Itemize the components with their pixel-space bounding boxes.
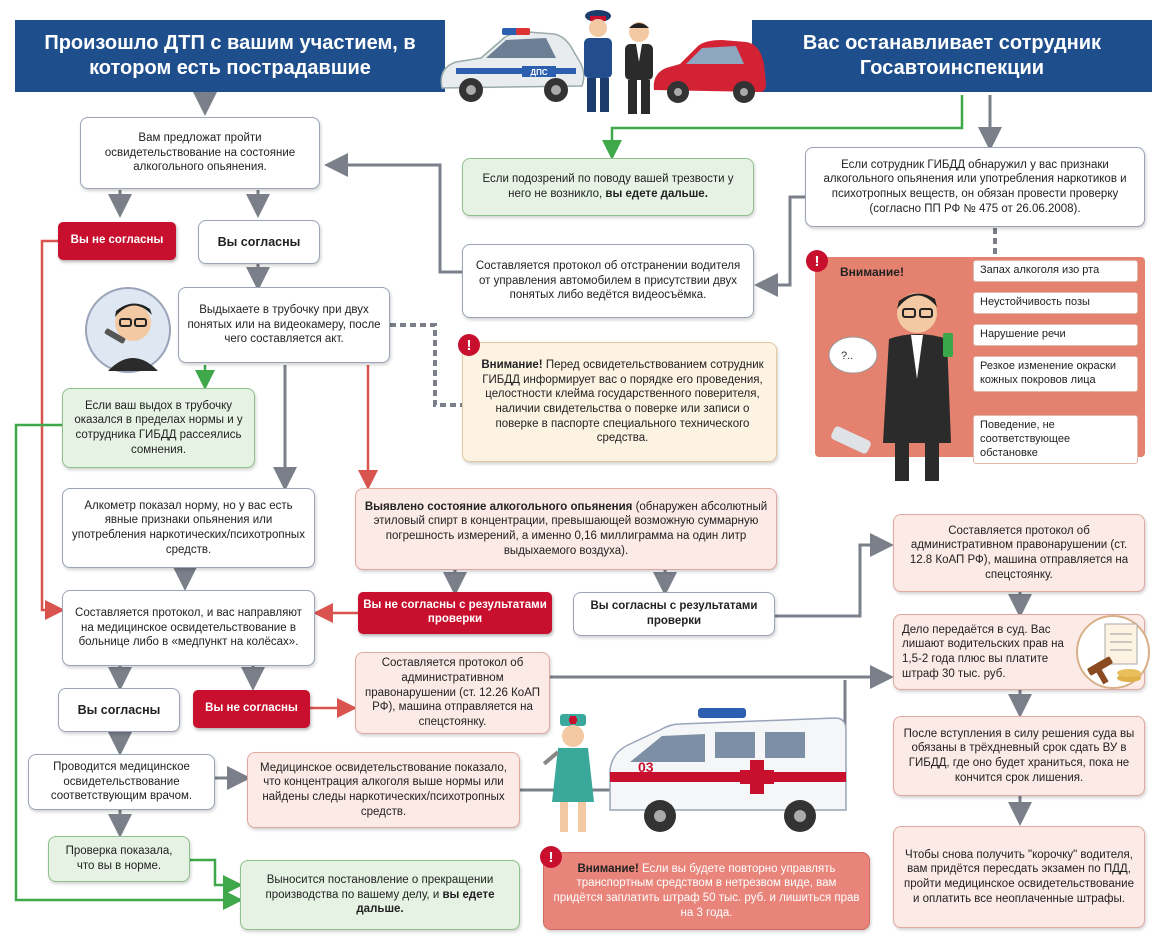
warning-2-text: Если вы будете повторно управлять трансп… — [553, 862, 860, 919]
check-normal-box: Проверка показала, что вы в норме. — [48, 836, 190, 882]
symptoms-title: Внимание! — [840, 265, 904, 279]
removal-protocol-box: Составляется протокол об отстранении вод… — [462, 244, 754, 318]
disagree-results-button[interactable]: Вы не согласны с результатами проверки — [358, 592, 552, 634]
banner-stopped: Вас останавливает сотрудник Госавтоинспе… — [752, 20, 1152, 92]
court-text: Дело передаётся в суд. Вас лишают водите… — [902, 623, 1064, 680]
agree-button-2[interactable]: Вы согласны — [58, 688, 180, 732]
disagree-button-1-label: Вы не согласны — [70, 234, 164, 247]
medical-protocol-box: Составляется протокол, и вас направляют … — [62, 590, 315, 666]
symptom-item-3: Нарушение речи — [973, 324, 1138, 346]
exhale-text: Выдыхаете в трубочку при двух понятых ил… — [187, 303, 381, 346]
admin-12-26-box: Составляется протокол об административно… — [355, 652, 550, 734]
termination-text: Выносится постановление о прекращении пр… — [265, 873, 494, 901]
get-license-back-box: Чтобы снова получить "корочку" водителя,… — [893, 826, 1145, 928]
offer-test-box: Вам предложат пройти освидетельствование… — [80, 117, 320, 189]
no-suspicion-bold: вы едете дальше. — [605, 188, 708, 200]
admin-12-8-box: Составляется протокол об административно… — [893, 514, 1145, 592]
detected-text: (обнаружен абсолютный этиловый спирт в к… — [373, 500, 768, 557]
exhale-box: Выдыхаете в трубочку при двух понятых ил… — [178, 287, 390, 363]
symptom-item-5: Поведение, не соответствующее обстановке — [973, 415, 1138, 465]
medical-exam-text: Проводится медицинское освидетельствован… — [50, 760, 193, 803]
signs-found-text: Если сотрудник ГИБДД обнаружил у вас при… — [823, 158, 1127, 215]
no-suspicion-box: Если подозрений по поводу вашей трезвост… — [462, 158, 754, 216]
alco-norm-text: Алкометр показал норму, но у вас есть яв… — [72, 499, 305, 556]
surrender-license-box: После вступления в силу решения суда вы … — [893, 716, 1145, 796]
disagree-button-2-label: Вы не согласны — [205, 702, 298, 715]
no-suspicion-text: Если подозрений по поводу вашей трезвост… — [482, 173, 734, 200]
agree-button-1-label: Вы согласны — [217, 235, 301, 249]
car-plate-text: ДПС — [530, 68, 547, 77]
banner-accident: Произошло ДТП с вашим участием, в которо… — [15, 20, 445, 92]
surrender-license-text: После вступления в силу решения суда вы … — [903, 727, 1135, 784]
offer-test-text: Вам предложат пройти освидетельствование… — [104, 131, 296, 174]
agree-results-label: Вы согласны с результатами проверки — [590, 600, 758, 627]
signs-found-box: Если сотрудник ГИБДД обнаружил у вас при… — [805, 147, 1145, 227]
court-gavel-icon — [1076, 615, 1150, 689]
detected-title: Выявлено состояние алкогольного опьянени… — [364, 500, 633, 513]
warning-2-title: Внимание! — [577, 862, 639, 875]
symptom-item-2: Неустойчивость позы — [973, 292, 1138, 314]
warning-box-2: Внимание! Если вы будете повторно управл… — [543, 852, 870, 930]
get-license-back-text: Чтобы снова получить "корочку" водителя,… — [904, 848, 1134, 905]
warning-box-1: Внимание! Перед освидетельствованием сот… — [462, 342, 777, 462]
symptom-item-4: Резкое изменение окраски кожных покровов… — [973, 356, 1138, 392]
ambulance-number: 03 — [638, 759, 654, 775]
termination-bold: вы едете дальше. — [356, 888, 495, 916]
medical-result-box: Медицинское освидетельствование показало… — [247, 752, 520, 828]
police-car-illustration: ДПС — [440, 28, 585, 102]
medical-result-text: Медицинское освидетельствование показало… — [260, 761, 507, 818]
breathalyzer-man-icon — [85, 287, 171, 373]
admin-12-26-text: Составляется протокол об административно… — [364, 657, 540, 729]
warning-1-text: Перед освидетельствованием сотрудник ГИБ… — [482, 358, 764, 445]
agree-results-button[interactable]: Вы согласны с результатами проверки — [573, 592, 775, 636]
within-norm-text: Если ваш выдох в трубочку оказался в пре… — [74, 399, 243, 456]
police-officer-illustration — [584, 10, 612, 112]
warning-1-title: Внимание! — [481, 358, 543, 371]
admin-12-8-text: Составляется протокол об административно… — [909, 524, 1129, 581]
warning-1-icon: ! — [458, 334, 480, 356]
driver-illustration — [625, 22, 653, 114]
disagree-button-1[interactable]: Вы не согласны — [58, 222, 176, 260]
medical-protocol-text: Составляется протокол, и вас направляют … — [75, 606, 302, 649]
symptom-item-1: Запах алкоголя изо рта — [973, 260, 1138, 282]
medical-exam-box: Проводится медицинское освидетельствован… — [28, 754, 215, 810]
warning-2-icon: ! — [540, 846, 562, 868]
check-normal-text: Проверка показала, что вы в норме. — [65, 845, 173, 872]
nurse-illustration — [542, 714, 594, 832]
termination-box: Выносится постановление о прекращении пр… — [240, 860, 520, 930]
drunk-man-illustration: ?.. — [828, 293, 953, 481]
symptoms-warning-icon: ! — [806, 250, 828, 272]
detected-box: Выявлено состояние алкогольного опьянени… — [355, 488, 777, 570]
ambulance-illustration: 03 — [609, 708, 847, 832]
banner-stopped-text: Вас останавливает сотрудник Госавтоинспе… — [802, 32, 1102, 79]
disagree-button-2[interactable]: Вы не согласны — [193, 690, 310, 728]
red-car-illustration — [653, 40, 766, 103]
speech-bubble-text: ?.. — [841, 350, 853, 362]
banner-accident-text: Произошло ДТП с вашим участием, в которо… — [44, 32, 416, 79]
disagree-results-label: Вы не согласны с результатами проверки — [363, 599, 547, 625]
symptoms-panel: Внимание! ?.. Запах алкоголя изо рта Неу… — [815, 257, 1145, 481]
agree-button-1[interactable]: Вы согласны — [198, 220, 320, 264]
agree-button-2-label: Вы согласны — [77, 703, 161, 717]
removal-protocol-text: Составляется протокол об отстранении вод… — [475, 259, 741, 302]
within-norm-box: Если ваш выдох в трубочку оказался в пре… — [62, 388, 255, 468]
alco-norm-box: Алкометр показал норму, но у вас есть яв… — [62, 488, 315, 568]
